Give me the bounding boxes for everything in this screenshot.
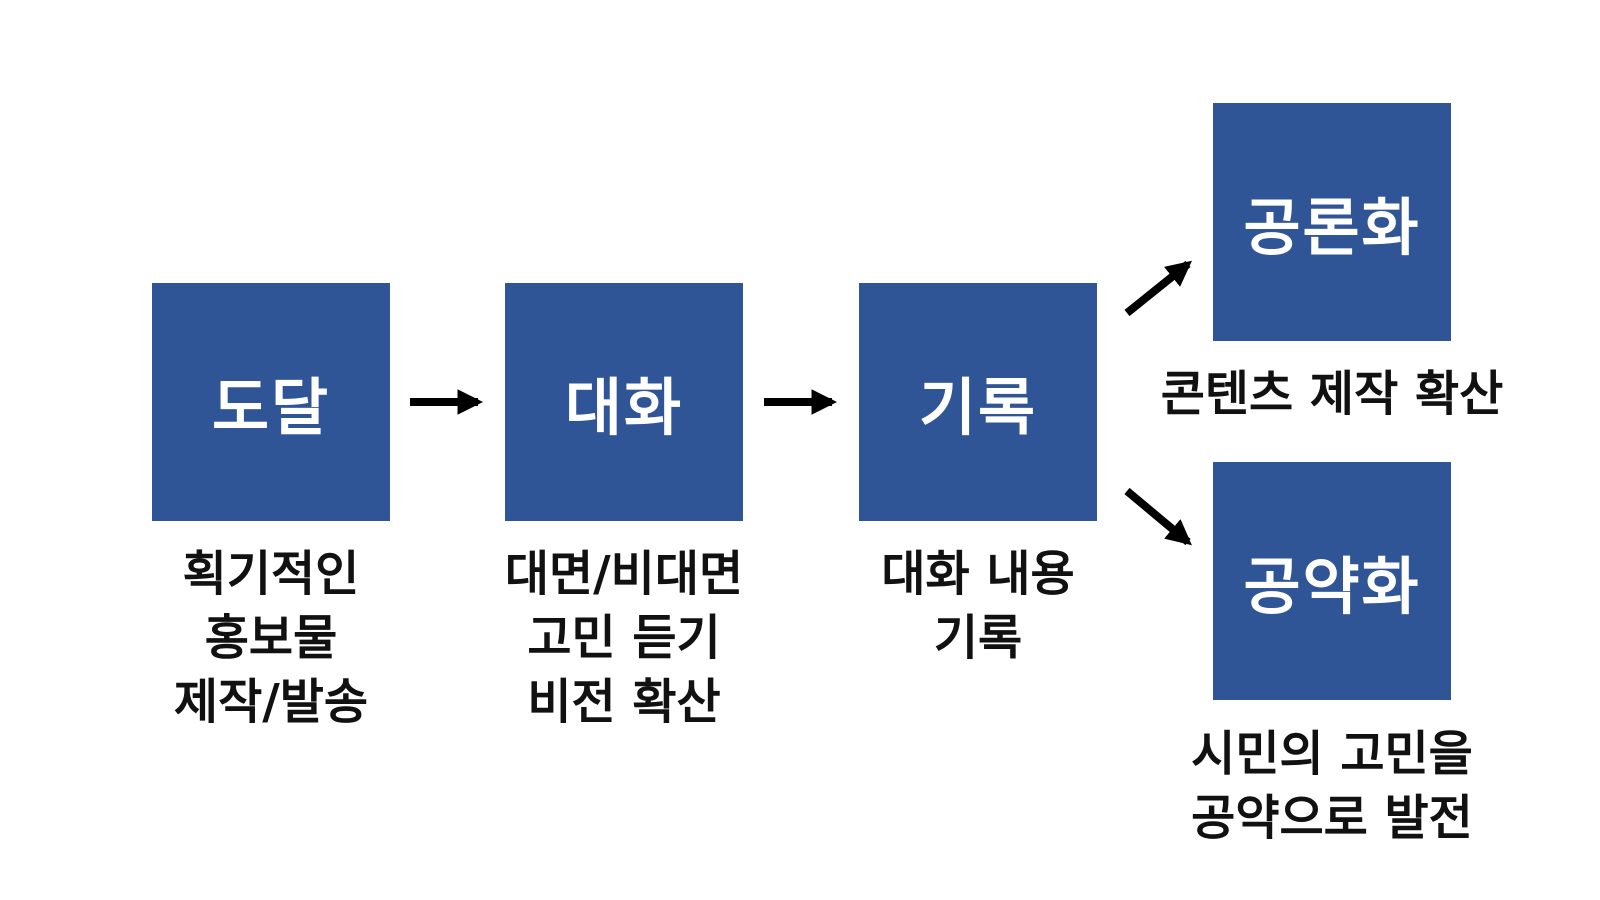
outcome-label-pledge: 공약화 <box>1243 550 1421 623</box>
step-label-reach: 도달 <box>211 371 331 444</box>
arrow-up-right-icon <box>1124 260 1192 317</box>
step-box-reach: 도달 <box>152 283 390 521</box>
step-label-dialogue: 대화 <box>564 371 684 444</box>
outcome-box-pledge: 공약화 <box>1213 462 1451 700</box>
caption-line: 획기적인 <box>182 546 360 602</box>
step-caption-record: 대화 내용 기록 <box>788 542 1168 670</box>
caption-line: 기록 <box>933 610 1023 666</box>
caption-line: 비전 확산 <box>527 674 721 730</box>
caption-line: 공약으로 발전 <box>1191 790 1473 846</box>
outcome-label-public-discourse: 공론화 <box>1243 191 1421 264</box>
arrow-down-right-icon <box>1124 487 1192 546</box>
caption-line: 대화 내용 <box>881 546 1075 602</box>
caption-line: 시민의 고민을 <box>1191 726 1473 782</box>
caption-line: 홍보물 <box>204 610 338 666</box>
step-caption-dialogue: 대면/비대면 고민 듣기 비전 확산 <box>434 542 814 734</box>
outcome-caption-public-discourse: 콘텐츠 제작 확산 <box>1132 362 1532 426</box>
step-box-record: 기록 <box>859 283 1097 521</box>
caption-line: 고민 듣기 <box>527 610 721 666</box>
step-box-dialogue: 대화 <box>505 283 743 521</box>
caption-line: 제작/발송 <box>173 674 369 730</box>
step-caption-reach: 획기적인 홍보물 제작/발송 <box>81 542 461 734</box>
outcome-caption-pledge: 시민의 고민을 공약으로 발전 <box>1142 722 1522 850</box>
caption-line: 대면/비대면 <box>504 546 744 602</box>
outcome-box-public-discourse: 공론화 <box>1213 103 1451 341</box>
step-label-record: 기록 <box>918 371 1038 444</box>
caption-line: 콘텐츠 제작 확산 <box>1160 366 1504 422</box>
